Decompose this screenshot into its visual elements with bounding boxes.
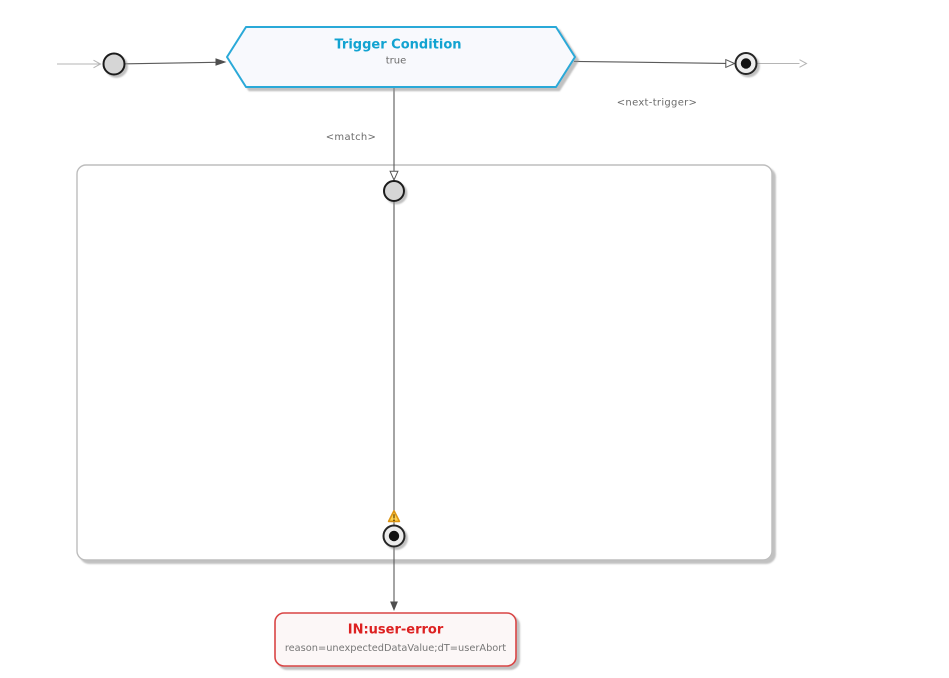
final-state-dot-icon — [740, 58, 752, 69]
trigger-condition-title: Trigger Condition — [334, 38, 461, 53]
user-error-detail: reason=unexpectedDataValue;dT=userAbort — [285, 643, 506, 654]
trigger-condition-value: true — [386, 56, 407, 67]
filled-arrowhead-icon — [215, 58, 227, 66]
edge-start-to-trigger — [124, 61, 217, 65]
entry-edge-arrowhead-icon — [93, 59, 102, 69]
warning-icon — [387, 510, 401, 523]
initial-state — [102, 52, 126, 76]
trigger-condition-node — [226, 26, 576, 88]
user-error-note — [274, 612, 517, 667]
filled-arrowhead-icon — [390, 601, 398, 611]
next-trigger-edge-label: <next-trigger> — [617, 98, 698, 109]
composite-state-container — [76, 164, 773, 561]
open-arrowhead-icon — [725, 58, 736, 69]
user-error-title: IN:user-error — [348, 623, 444, 638]
edge-trigger-to-next — [573, 60, 726, 64]
open-arrowhead-icon — [389, 170, 399, 182]
inner-initial-state — [383, 180, 405, 202]
exit-edge-arrowhead-icon — [799, 59, 808, 68]
inner-final-state-dot-icon — [388, 530, 400, 542]
match-edge-label: <match> — [326, 132, 376, 143]
